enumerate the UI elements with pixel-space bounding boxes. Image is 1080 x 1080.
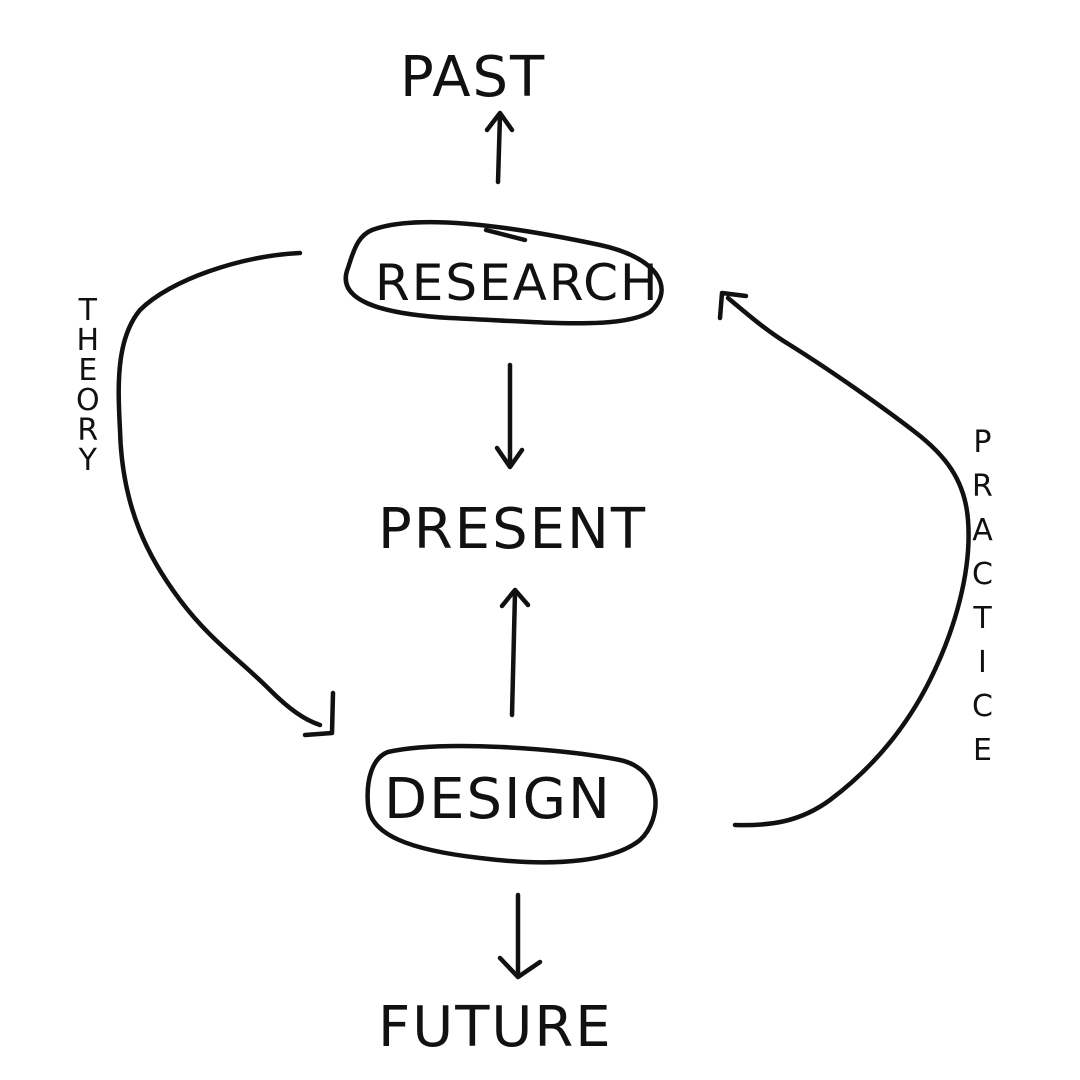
theory-letter: Y: [78, 443, 97, 478]
practice-letter: A: [972, 513, 993, 548]
arrowhead-present-up: [499, 587, 531, 609]
practice-curve: [725, 295, 971, 828]
arrowhead-future: [497, 955, 543, 980]
research-outline: [343, 219, 664, 326]
practice-letter: C: [972, 689, 993, 724]
past-label: PAST: [400, 45, 547, 110]
research-label: RESEARCH: [375, 254, 660, 312]
theory-arrowhead: [302, 690, 336, 738]
practice-letter: T: [973, 601, 992, 636]
practice-arrowhead: [717, 290, 749, 321]
research-outline-tick: [483, 227, 528, 243]
theory-label: T H E O R Y: [76, 296, 100, 476]
design-label: DESIGN: [384, 767, 612, 832]
arrowhead-present-down: [494, 445, 525, 470]
practice-letter: I: [978, 645, 987, 680]
theory-letter: O: [76, 383, 100, 418]
design-outline: [365, 743, 658, 865]
arrowhead-past: [484, 110, 515, 133]
theory-letter: T: [78, 293, 97, 328]
future-label: FUTURE: [378, 995, 613, 1060]
practice-letter: C: [972, 557, 993, 592]
theory-letter: H: [76, 323, 100, 358]
practice-label: P R A C T I C E: [972, 428, 993, 766]
present-label: PRESENT: [378, 497, 648, 562]
theory-curve: [116, 250, 323, 728]
arrow-to-past: [495, 112, 503, 185]
arrow-design-present: [509, 590, 518, 718]
theory-letter: E: [78, 353, 98, 388]
practice-letter: P: [973, 425, 992, 460]
practice-letter: E: [972, 733, 992, 768]
theory-letter: R: [77, 413, 99, 448]
practice-letter: R: [972, 469, 993, 504]
